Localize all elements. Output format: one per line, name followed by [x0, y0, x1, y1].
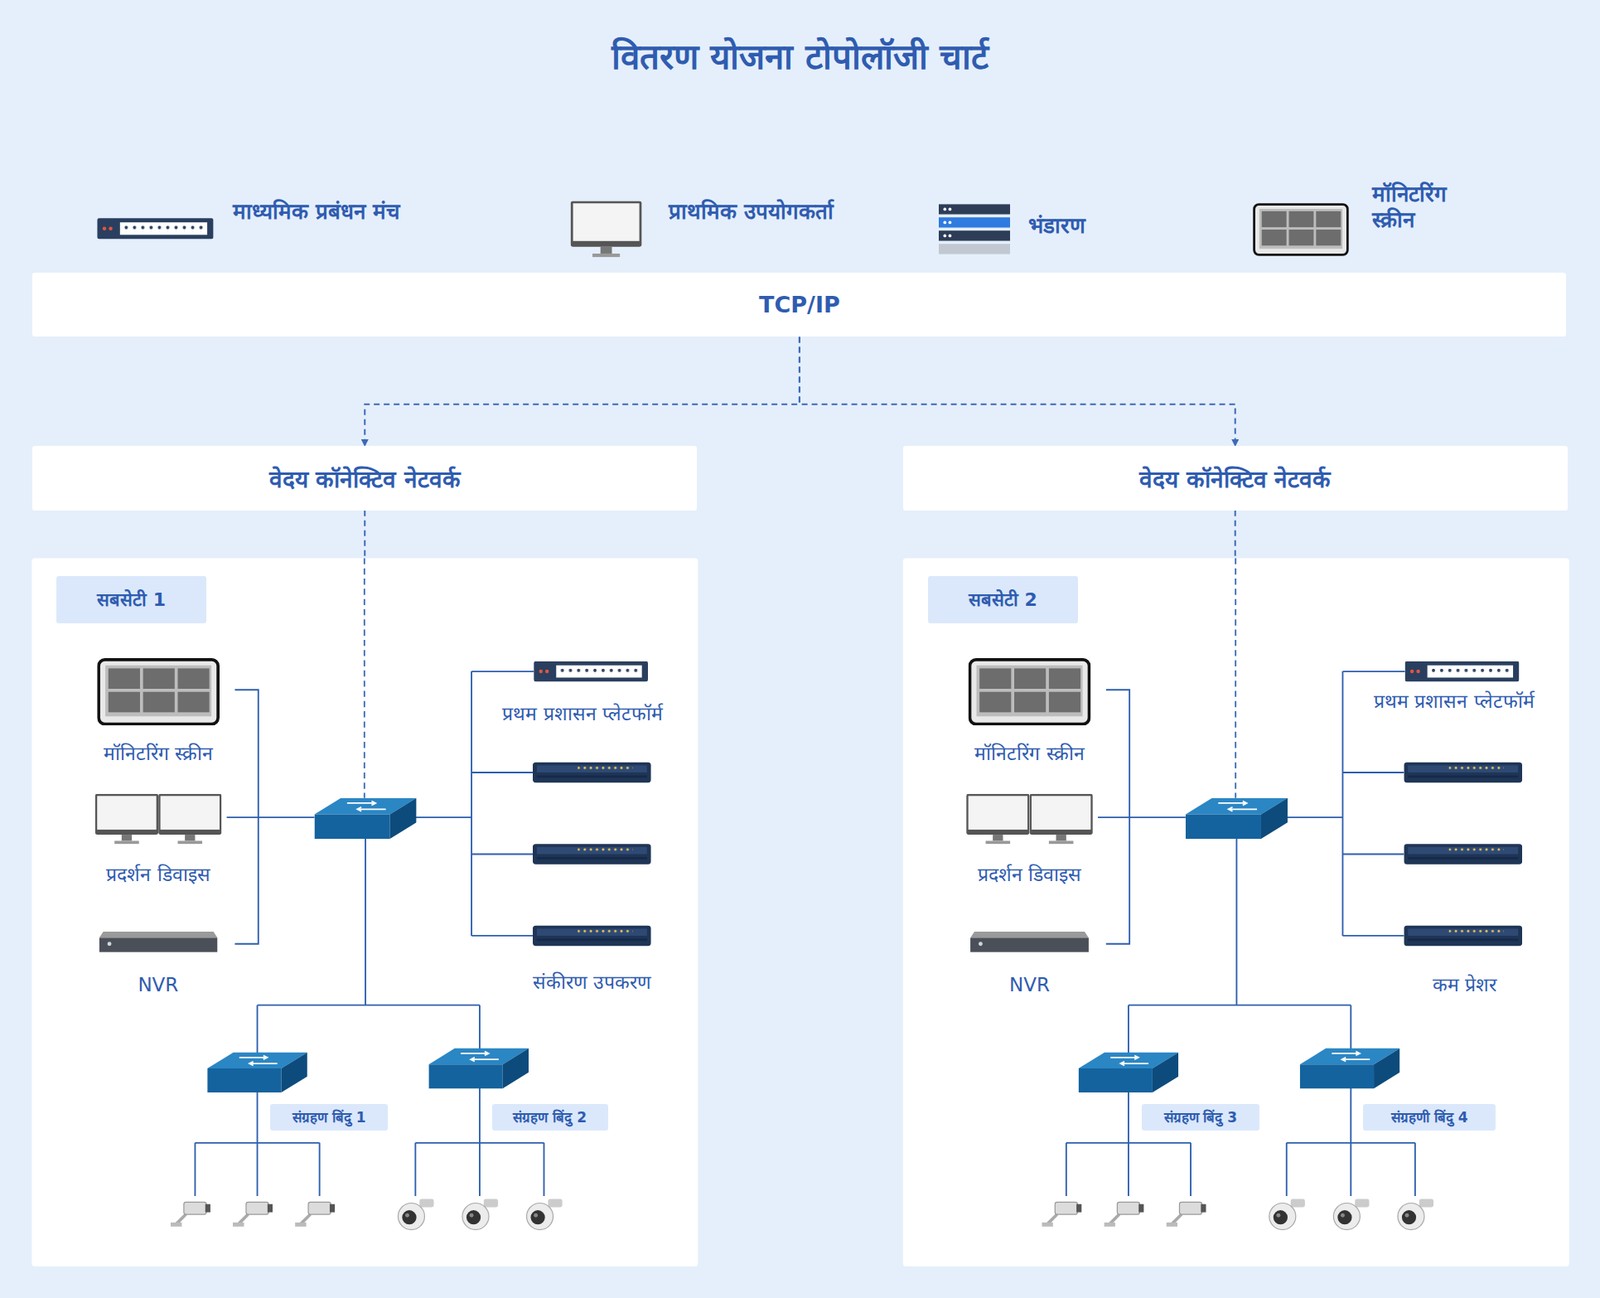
device-label: प्रदर्शन डिवाइस [934, 846, 1125, 903]
node-text: संकीरण उपकरण [532, 971, 652, 995]
subset-panel-art [903, 557, 1570, 1266]
node-text: प्रथम प्रशासन प्लेटफॉर्म [1373, 690, 1535, 714]
network-box: वेदय कॉनेक्टिव नेटवर्क [32, 445, 697, 511]
node-text: मॉनिटरिंग स्क्रीन [103, 742, 213, 766]
node-text: संग्रहण बिंदु 3 [1164, 1109, 1238, 1127]
node-text: मॉनिटरिंग स्क्रीन [974, 742, 1084, 766]
storage-point-box: संग्रहणी बिंदु 4 [1363, 1103, 1496, 1131]
device-label: NVR [973, 969, 1086, 1001]
subset-panel: सबसेटी 2 मॉनिटरिंग स्क्रीन प्रदर्शन डिवाइस… [903, 558, 1570, 1267]
subset-panel-art [31, 557, 698, 1266]
dashed-connector [363, 510, 366, 559]
device-label: NVR [101, 969, 214, 1001]
storage-point-box: संग्रहण बिंदु 3 [1141, 1103, 1260, 1131]
protocol-band: TCP/IP [32, 272, 1567, 338]
screen-icon [1254, 204, 1349, 256]
node-text: TCP/IP [758, 291, 841, 318]
node-text: प्रदर्शन डिवाइस [106, 863, 210, 887]
device-label: प्रदर्शन डिवाइस [62, 846, 253, 903]
storage-point-box: संग्रहण बिंदु 1 [270, 1103, 388, 1131]
device-label: मॉनिटरिंग स्क्रीन [934, 725, 1125, 784]
storage-icon [938, 203, 1011, 254]
device-label: मॉनिटरिंग स्क्रीन [62, 725, 253, 784]
dashed-connector [1234, 510, 1237, 559]
node-text: प्रथम प्रशासन प्लेटफॉर्म [502, 702, 663, 726]
dashed-connector [799, 336, 1236, 446]
device-label: प्रथम प्रशासन प्लेटफॉर्म [471, 687, 694, 741]
node-text: NVR [1009, 973, 1050, 997]
legend-label: माध्यमिक प्रबंधन मंच [232, 198, 427, 225]
legend-label: मॉनिटरिंग स्क्रीन [1372, 181, 1487, 233]
legend-label: प्राथमिक उपयोगकर्ता [668, 198, 863, 225]
switch-icon [96, 217, 213, 239]
node-text: संग्रहण बिंदु 2 [512, 1109, 587, 1127]
node-text: संग्रहण बिंदु 1 [292, 1109, 367, 1127]
panel-tag: सबसेटी 1 [56, 575, 207, 624]
node-text: NVR [137, 973, 179, 997]
legend-label: भंडारण [1028, 212, 1151, 239]
chart-title: वितरण योजना टोपोलॉजी चार्ट [0, 31, 1600, 79]
network-box: वेदय कॉनेक्टिव नेटवर्क [903, 445, 1568, 511]
node-text: संग्रहणी बिंदु 4 [1391, 1109, 1469, 1127]
device-label: प्रथम प्रशासन प्लेटफॉर्म [1343, 675, 1566, 729]
panel-tag: सबसेटी 2 [928, 575, 1078, 624]
node-text: कम प्रेशर [1432, 973, 1497, 997]
device-label: संकीरण उपकरण [505, 955, 679, 1011]
node-text: प्रदर्शन डिवाइस [977, 863, 1082, 887]
device-label: कम प्रेशर [1367, 969, 1562, 1001]
node-text: वेदय कॉनेक्टिव नेटवर्क [1139, 462, 1332, 494]
storage-point-box: संग्रहण बिंदु 2 [492, 1103, 609, 1131]
monitor-icon [570, 201, 642, 258]
subset-panel: सबसेटी 1 मॉनिटरिंग स्क्रीन प्रदर्शन डिवाइस… [31, 558, 698, 1267]
dashed-connector [364, 336, 800, 446]
node-text: वेदय कॉनेक्टिव नेटवर्क [269, 462, 462, 494]
